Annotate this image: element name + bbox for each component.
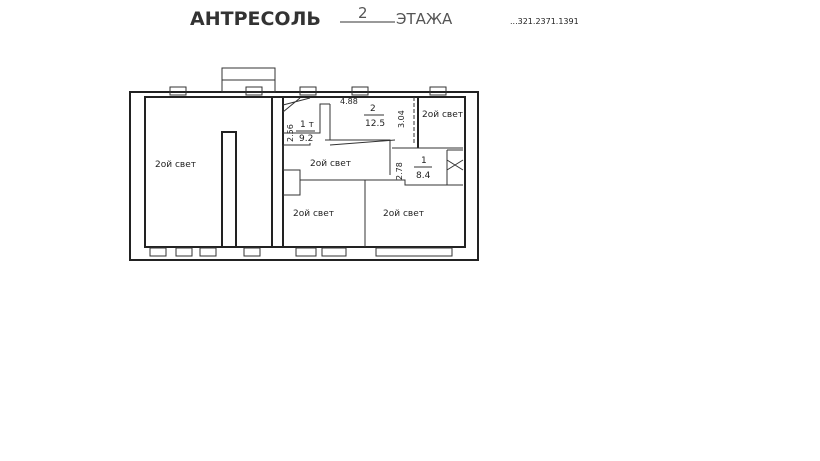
stamp-text: ...321.2371.1391 (510, 17, 579, 26)
outer-walls (129, 67, 479, 261)
svg-text:2ой свет: 2ой свет (310, 159, 351, 169)
svg-text:2ой свет: 2ой свет (155, 160, 196, 170)
title: АНТРЕСОЛЬ (190, 8, 321, 30)
svg-text:4.88: 4.88 (340, 97, 358, 106)
svg-text:3.04: 3.04 (397, 110, 406, 128)
floor-number: 2 (358, 4, 368, 22)
windows (149, 86, 453, 257)
floor-word: ЭТАЖА (396, 10, 453, 28)
left-room: 2ой свет (155, 97, 273, 248)
svg-text:1: 1 (421, 156, 427, 166)
svg-text:8.4: 8.4 (416, 171, 431, 181)
svg-text:1 т: 1 т (300, 120, 314, 130)
svg-text:2.78: 2.78 (395, 162, 404, 180)
svg-text:12.5: 12.5 (365, 119, 385, 129)
svg-text:2ой свет: 2ой свет (383, 209, 424, 219)
svg-text:2: 2 (370, 104, 376, 114)
svg-text:9.2: 9.2 (299, 134, 313, 144)
svg-text:2.56: 2.56 (286, 124, 295, 142)
svg-text:2ой свет: 2ой свет (293, 209, 334, 219)
right-section: 2ой свет 2ой свет 2ой свет 2ой свет 1 т … (282, 97, 464, 247)
svg-text:2ой свет: 2ой свет (422, 110, 463, 120)
